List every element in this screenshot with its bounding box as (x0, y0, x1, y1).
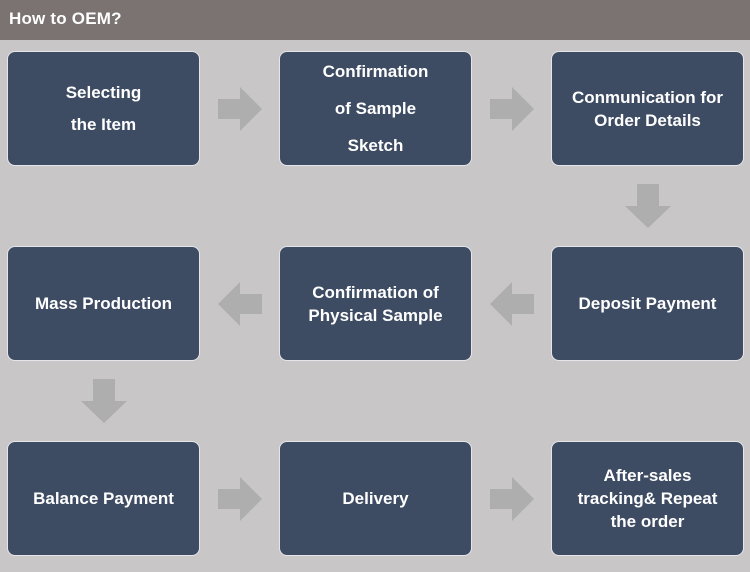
step-label: Conmunication for Order Details (571, 87, 724, 130)
step-selecting-item: Selecting the Item (7, 51, 200, 166)
arrow-down-icon (625, 184, 671, 228)
step-sample-sketch-confirmation: Confirmation of Sample Sketch (279, 51, 472, 166)
step-delivery: Delivery (279, 441, 472, 556)
arrow-right-icon (218, 87, 262, 131)
arrow-right-icon (218, 477, 262, 521)
step-label: Mass Production (35, 293, 172, 313)
step-label: Delivery (342, 488, 409, 508)
step-after-sales-tracking: After-sales tracking& Repeat the order (551, 441, 744, 556)
step-label: Confirmation of Physical Sample (308, 282, 443, 325)
step-order-details-communication: Conmunication for Order Details (551, 51, 744, 166)
arrow-right-icon (490, 87, 534, 131)
step-mass-production: Mass Production (7, 246, 200, 361)
step-label: Deposit Payment (578, 293, 717, 313)
step-label: Selecting the Item (65, 82, 142, 134)
arrow-down-icon (81, 379, 127, 423)
arrow-left-icon (218, 282, 262, 326)
step-physical-sample-confirmation: Confirmation of Physical Sample (279, 246, 472, 361)
page-title: How to OEM? (9, 9, 122, 28)
step-label: Balance Payment (33, 488, 174, 508)
arrow-left-icon (490, 282, 534, 326)
page-header: How to OEM? (0, 0, 750, 40)
step-balance-payment: Balance Payment (7, 441, 200, 556)
arrow-right-icon (490, 477, 534, 521)
step-label: After-sales tracking& Repeat the order (577, 466, 718, 531)
step-label: Confirmation of Sample Sketch (322, 62, 429, 155)
step-deposit-payment: Deposit Payment (551, 246, 744, 361)
